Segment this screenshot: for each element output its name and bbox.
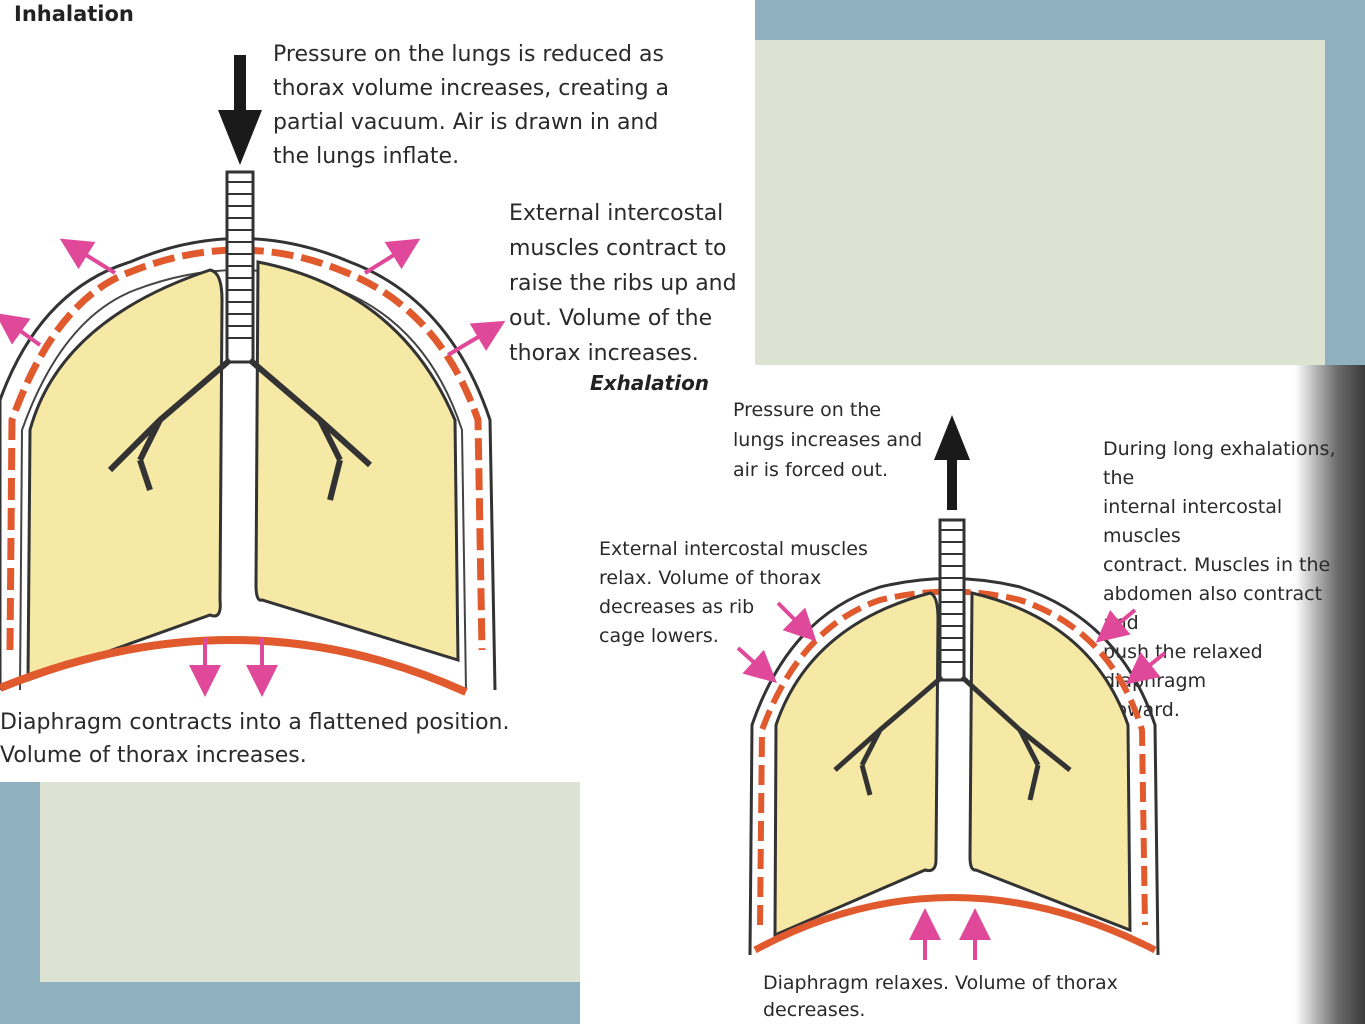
exhalation-left-lung [773,591,940,938]
inhalation-intercostal-text: External intercostal muscles contract to… [509,201,737,366]
inhalation-intercostal-muscle [6,246,486,651]
exhalation-rib-arrow [1095,608,1137,643]
exhalation-title: Exhalation [590,371,710,395]
exhalation-diaphragm [753,894,1157,954]
exhalation-trachea [938,518,966,682]
exhalation-bronchi [833,675,1072,801]
exhalation-pressure-text: Pressure on the lungs increases and air … [733,399,923,481]
exhalation-rib-arrow [1125,651,1167,685]
inhalation-left-lung [26,268,224,683]
inhalation-rib-arrow [446,320,506,357]
inhalation-diagram [0,55,506,697]
page-fold-shadow [1295,365,1365,1024]
exhalation-rib-arrow [776,601,817,642]
inhalation-right-lung [254,260,460,663]
inhalation-rib-arrow [0,313,42,347]
exhalation-right-lung [968,591,1132,933]
inhalation-bronchi [107,357,373,501]
exhalation-rib-arrow [736,646,777,684]
inhalation-title: Inhalation [14,2,134,26]
inhalation-rib-arrow [59,238,117,275]
inhalation-diaphragm-text: Diaphragm contracts into a flattened pos… [0,710,510,768]
board-top-right-canvas [755,40,1325,365]
exhalation-intercostal-text: External intercostal muscles relax. Volu… [599,538,868,647]
exhalation-long-exhalation-text: During long exhalations, the internal in… [1103,438,1336,721]
inhalation-pressure-text: Pressure on the lungs is reduced as thor… [273,42,670,169]
inhalation-rib-arrow [363,238,421,275]
exhalation-intercostal-muscle [757,588,1148,926]
exhalation-diagram [736,415,1167,960]
exhalation-diaphragm-text: Diaphragm relaxes. Volume of thorax decr… [763,972,1118,1021]
exhalation-panel: Exhalation Pressure on the lungs increas… [580,365,1365,1024]
board-bottom-left-canvas [40,782,580,982]
inhalation-diaphragm [0,636,468,696]
